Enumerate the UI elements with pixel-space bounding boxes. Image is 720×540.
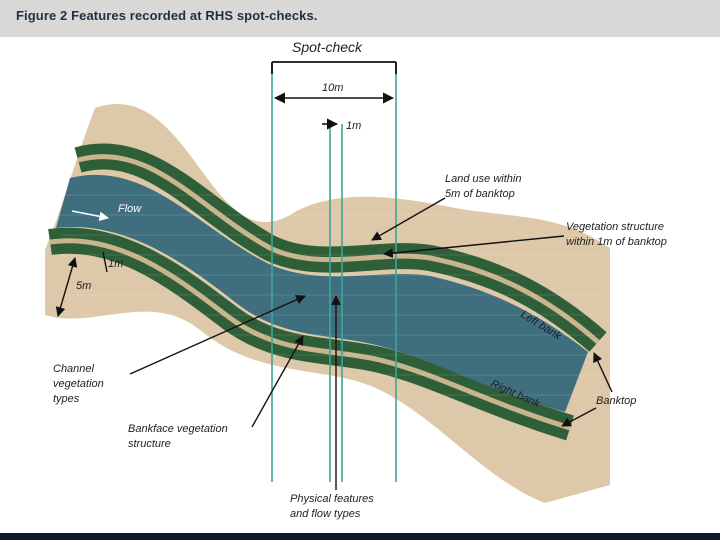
figure-header: Figure 2 Features recorded at RHS spot-c… [0,0,720,37]
channel-veg-pointer [129,295,306,375]
one-m-left-marker [102,251,108,273]
banktop-pointer-lower [561,407,597,427]
banktop-pointer-upper [593,352,613,393]
one-m-top-label: 1m [346,120,361,132]
channel-veg-label-line1: Channel [53,363,95,375]
veg-structure-label-line2: within 1m of banktop [566,236,667,248]
flow-label: Flow [118,203,142,215]
five-m-arrow [55,257,78,317]
five-m-label: 5m [76,280,91,292]
channel-veg-label-line3: types [53,393,80,405]
veg-structure-pointer [383,235,565,258]
footer-band [0,533,720,540]
bankface-pointer [251,335,304,428]
one-m-left-label: 1m [108,258,123,270]
figure-title: Figure 2 Features recorded at RHS spot-c… [16,8,318,23]
spot-check-label: Spot-check [292,39,363,55]
right-banktop-line [49,238,571,431]
land-use-pointer [371,197,446,241]
veg-structure-label-line1: Vegetation structure [566,221,664,233]
flow-arrow [71,210,109,222]
bankface-label-line1: Bankface vegetation [128,423,228,435]
land-use-label-line1: Land use within [445,173,521,185]
banktop-label: Banktop [596,395,636,407]
bankface-label-line2: structure [128,438,171,450]
channel-veg-label-line2: vegetation [53,378,104,390]
physical-features-label-line2: and flow types [290,508,361,520]
ten-m-label: 10m [322,82,343,94]
physical-features-label-line1: Physical features [290,493,374,505]
land-use-label-line2: 5m of banktop [445,188,515,200]
left-banktop-line [77,153,600,344]
river-channel [56,174,588,412]
spot-check-bracket [271,61,397,74]
